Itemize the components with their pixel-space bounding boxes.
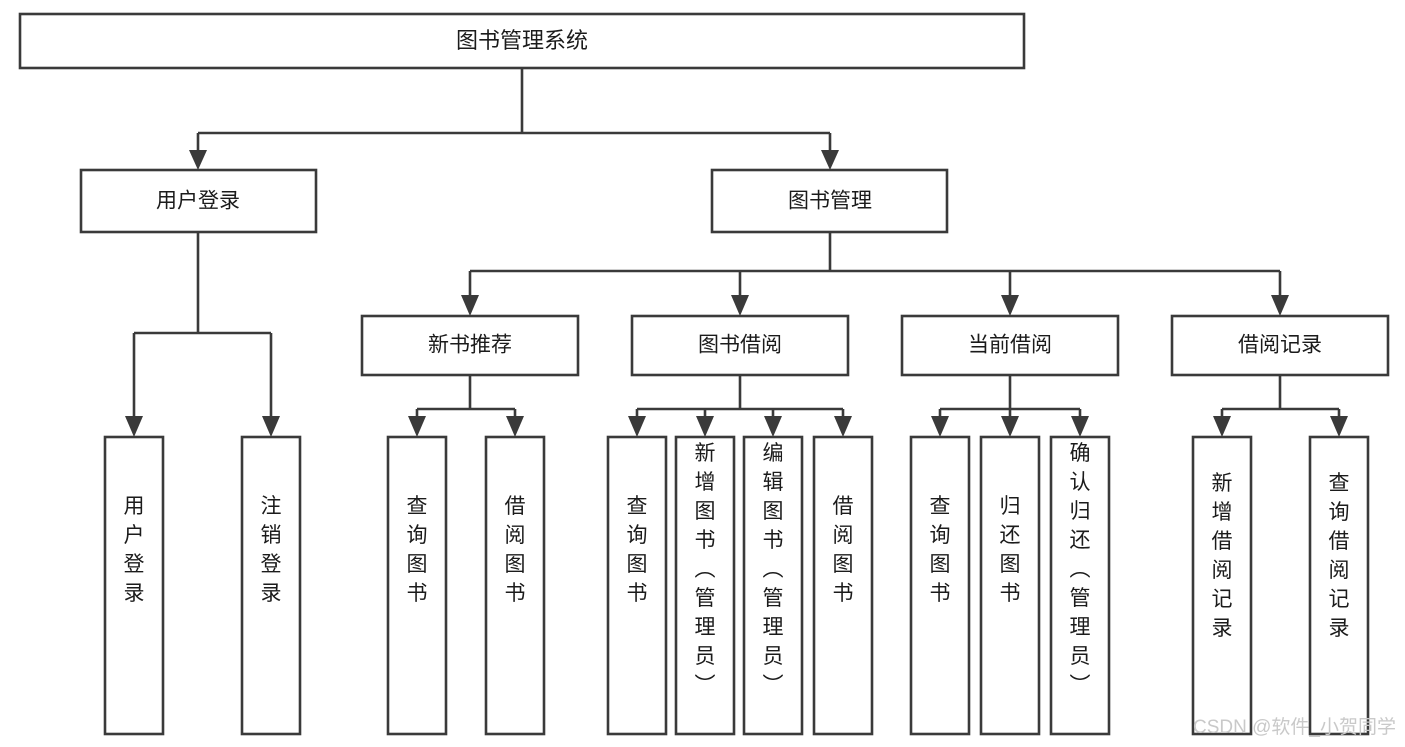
leaf-borrow-2-label: 新增图书︵管理员︶	[695, 442, 716, 697]
leaf-user-login-2-box[interactable]	[240, 435, 302, 736]
leaf-borrow-1[interactable]: 查询图书	[606, 435, 668, 736]
connector-group-current	[931, 375, 1089, 437]
arrow-current-leaf-3	[1071, 416, 1089, 437]
leaf-new-book-1-label: 查询图书	[407, 495, 428, 605]
arrow-user-login-leaf-2	[262, 416, 280, 437]
connector-group-user-login	[125, 232, 280, 437]
leaf-current-1-label: 查询图书	[930, 495, 951, 605]
arrow-current-leaf-1	[931, 416, 949, 437]
leaf-borrow-2[interactable]: 新增图书︵管理员︶	[674, 435, 736, 736]
leaf-current-1[interactable]: 查询图书	[909, 435, 971, 736]
arrow-borrow-leaf-3	[764, 416, 782, 437]
leaf-records-1-label: 新增借阅记录	[1212, 472, 1233, 640]
node-current-borrow[interactable]: 当前借阅	[900, 314, 1120, 377]
leaf-current-3[interactable]: 确认归还︵管理员︶	[1049, 435, 1111, 736]
node-new-book-recommend[interactable]: 新书推荐	[360, 314, 580, 377]
connector-group-new-book	[408, 375, 524, 437]
leaf-borrow-4[interactable]: 借阅图书	[812, 435, 874, 736]
node-user-login-label: 用户登录	[156, 190, 240, 213]
node-user-login-box[interactable]	[79, 168, 318, 234]
leaf-borrow-1-box[interactable]	[606, 435, 668, 736]
leaf-records-2-label: 查询借阅记录	[1329, 472, 1350, 640]
node-current-borrow-label: 当前借阅	[968, 334, 1052, 357]
node-book-borrow-box[interactable]	[630, 314, 850, 377]
leaf-user-login-1[interactable]: 用户登录	[103, 435, 165, 736]
arrow-new-book-leaf-2	[506, 416, 524, 437]
leaf-borrow-2-box[interactable]	[674, 435, 736, 736]
leaf-current-1-box[interactable]	[909, 435, 971, 736]
node-root-box[interactable]	[18, 12, 1026, 70]
leaf-new-book-1-box[interactable]	[386, 435, 448, 736]
leaf-records-1-box[interactable]	[1191, 435, 1253, 736]
arrow-current-leaf-2	[1001, 416, 1019, 437]
leaf-records-2-box[interactable]	[1308, 435, 1370, 736]
arrow-root-to-user-login	[189, 150, 207, 170]
node-book-management[interactable]: 图书管理	[710, 168, 949, 234]
leaf-user-login-1-label: 用户登录	[124, 495, 145, 605]
connector-group-book-mgmt	[461, 232, 1289, 316]
leaf-current-3-box[interactable]	[1049, 435, 1111, 736]
leaf-user-login-1-box[interactable]	[103, 435, 165, 736]
arrow-new-book-leaf-1	[408, 416, 426, 437]
node-book-management-box[interactable]	[710, 168, 949, 234]
leaf-current-3-label: 确认归还︵管理员︶	[1070, 442, 1091, 697]
node-new-book-recommend-box[interactable]	[360, 314, 580, 377]
leaf-user-login-2[interactable]: 注销登录	[240, 435, 302, 736]
leaf-current-2[interactable]: 归还图书	[979, 435, 1041, 736]
arrow-book-mgmt-to-new-book	[461, 295, 479, 316]
node-new-book-recommend-label: 新书推荐	[428, 334, 512, 357]
leaf-borrow-1-label: 查询图书	[627, 495, 648, 605]
csdn-watermark: CSDN @软件_小贺同学	[1193, 716, 1396, 738]
leaf-current-2-label: 归还图书	[1000, 495, 1021, 605]
connector-group-root	[189, 68, 839, 170]
leaf-borrow-4-box[interactable]	[812, 435, 874, 736]
arrow-book-mgmt-to-borrow	[731, 295, 749, 316]
leaf-new-book-2-label: 借阅图书	[505, 495, 526, 605]
leaf-borrow-3-label: 编辑图书︵管理员︶	[763, 442, 784, 697]
node-borrow-records[interactable]: 借阅记录	[1170, 314, 1390, 377]
arrow-borrow-leaf-4	[834, 416, 852, 437]
node-book-borrow[interactable]: 图书借阅	[630, 314, 850, 377]
leaf-user-login-2-label: 注销登录	[261, 495, 282, 605]
node-current-borrow-box[interactable]	[900, 314, 1120, 377]
arrow-borrow-leaf-2	[696, 416, 714, 437]
arrow-borrow-leaf-1	[628, 416, 646, 437]
arrow-book-mgmt-to-records	[1271, 295, 1289, 316]
arrow-user-login-leaf-1	[125, 416, 143, 437]
node-borrow-records-box[interactable]	[1170, 314, 1390, 377]
leaf-current-2-box[interactable]	[979, 435, 1041, 736]
leaf-borrow-3-box[interactable]	[742, 435, 804, 736]
node-user-login[interactable]: 用户登录	[79, 168, 318, 234]
arrow-root-to-book-mgmt	[821, 150, 839, 170]
arrow-records-leaf-2	[1330, 416, 1348, 437]
leaf-new-book-2-box[interactable]	[484, 435, 546, 736]
node-borrow-records-label: 借阅记录	[1238, 334, 1322, 357]
node-book-borrow-label: 图书借阅	[698, 334, 782, 357]
arrow-records-leaf-1	[1213, 416, 1231, 437]
node-root-label: 图书管理系统	[456, 28, 588, 53]
leaf-records-1[interactable]: 新增借阅记录	[1191, 435, 1253, 736]
connector-group-records	[1213, 375, 1348, 437]
leaf-new-book-1[interactable]: 查询图书	[386, 435, 448, 736]
leaf-records-2[interactable]: 查询借阅记录	[1308, 435, 1370, 736]
connector-group-borrow	[628, 375, 852, 437]
leaf-borrow-4-label: 借阅图书	[833, 495, 854, 605]
node-book-management-label: 图书管理	[788, 190, 872, 213]
leaf-new-book-2[interactable]: 借阅图书	[484, 435, 546, 736]
leaf-borrow-3[interactable]: 编辑图书︵管理员︶	[742, 435, 804, 736]
node-root[interactable]: 图书管理系统	[18, 12, 1026, 70]
arrow-book-mgmt-to-current	[1001, 295, 1019, 316]
